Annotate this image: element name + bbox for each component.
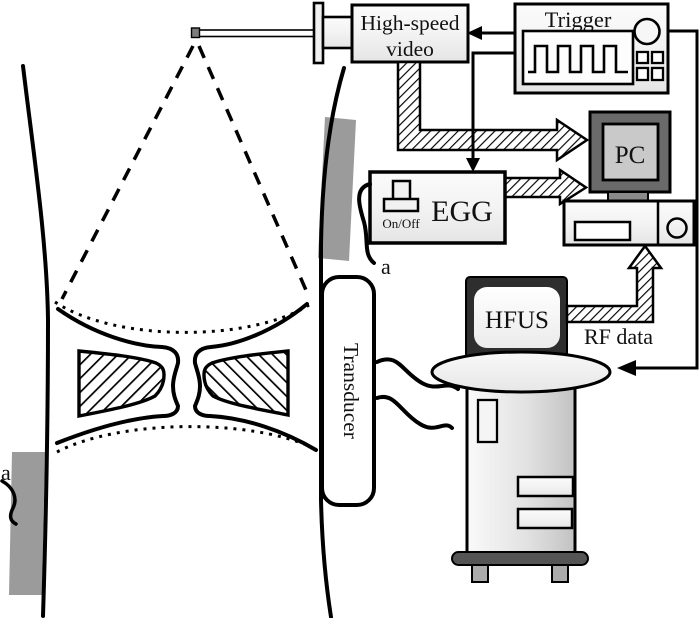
cone-right-dashed-line — [197, 45, 311, 298]
machine-slot — [476, 398, 499, 444]
egg-electrodes — [9, 117, 356, 595]
machine-drawer-2 — [516, 507, 574, 530]
arrowhead-down — [466, 158, 480, 172]
egg-label: EGG — [431, 195, 493, 228]
case-power-button — [666, 217, 688, 239]
vocal-fold-left-outline — [55, 307, 181, 445]
egg-electrode-cable: a — [357, 182, 391, 279]
pc-monitor: PC — [588, 110, 672, 202]
trigger-box: Trigger — [513, 2, 670, 95]
transducer-cable — [375, 357, 460, 430]
trigger-to-egg-arrow — [466, 51, 515, 172]
hfus-display: HFUS — [465, 276, 568, 359]
egg-to-pc-arrow — [503, 167, 589, 207]
endoscope-tip — [190, 27, 201, 39]
hfus-screen — [474, 287, 560, 348]
arrowhead-into-machine — [617, 360, 636, 376]
vocal-fold-right-outline — [192, 302, 318, 452]
neck-outline — [21, 64, 346, 618]
trigger-knob — [633, 17, 661, 46]
machine-base — [451, 551, 589, 566]
pc-label: PC — [615, 142, 646, 169]
endoscope-flange — [312, 1, 325, 65]
high-speed-video-label-line1: High-speed — [360, 11, 459, 35]
high-speed-video-label-line2: video — [386, 37, 434, 61]
egg-switch-base — [382, 197, 420, 213]
rf-data-arrow: RF data — [565, 243, 664, 349]
trigger-screen — [521, 29, 635, 86]
endoscope-tube — [197, 29, 317, 38]
egg-box: On/Off EGG — [368, 170, 507, 245]
trigger-label: Trigger — [545, 7, 612, 32]
hfus-label: HFUS — [485, 307, 549, 334]
arrowhead-left — [467, 26, 482, 40]
egg-onoff-label: On/Off — [382, 216, 420, 231]
computer-case — [562, 199, 696, 247]
trigger-button-3 — [635, 66, 650, 82]
ventricle-upper-dotted-curve — [54, 300, 310, 334]
larynx-cross-section — [54, 300, 318, 454]
machine-leg-right — [551, 564, 569, 583]
square-wave-trace — [528, 44, 628, 74]
transducer-body — [320, 275, 376, 507]
machine-table-top — [430, 350, 612, 394]
vocal-fold-right-hatched — [202, 349, 290, 418]
neck-right-line — [319, 66, 346, 618]
transducer-label: Transducer — [339, 343, 363, 439]
endoscope-body — [321, 15, 354, 50]
pc-monitor-screen — [601, 122, 660, 182]
video-to-pc-arrow — [396, 60, 590, 163]
machine-drawer-1 — [516, 475, 575, 498]
high-speed-video-box: High-speed video — [350, 3, 470, 64]
case-drive-slot — [573, 220, 632, 242]
trigger-button-4 — [650, 66, 665, 82]
egg-switch-toggle — [391, 179, 412, 202]
ventricle-lower-dotted-curve — [56, 425, 312, 454]
transducer: Transducer — [320, 275, 376, 507]
endoscope-view-cone — [60, 45, 311, 300]
electrode-lower-label: a — [0, 460, 18, 526]
neck-left-line — [21, 64, 51, 618]
machine-leg-left — [471, 564, 489, 583]
endoscope — [190, 1, 354, 65]
trigger-button-1 — [635, 50, 650, 65]
trigger-button-2 — [650, 50, 665, 65]
cone-left-dashed-line — [60, 45, 195, 300]
ultrasound-machine: HFUS — [375, 276, 612, 583]
rf-data-label: RF data — [584, 324, 653, 349]
electrode-upper-label-text: a — [381, 254, 391, 279]
vocal-fold-left-hatched — [77, 349, 166, 419]
electrode-lower-pointer — [0, 479, 18, 526]
electrode-lower — [9, 452, 45, 595]
trigger-to-machine-line — [617, 29, 699, 376]
trigger-to-video-arrow — [467, 26, 515, 40]
electrode-lower-label-text: a — [1, 460, 11, 485]
